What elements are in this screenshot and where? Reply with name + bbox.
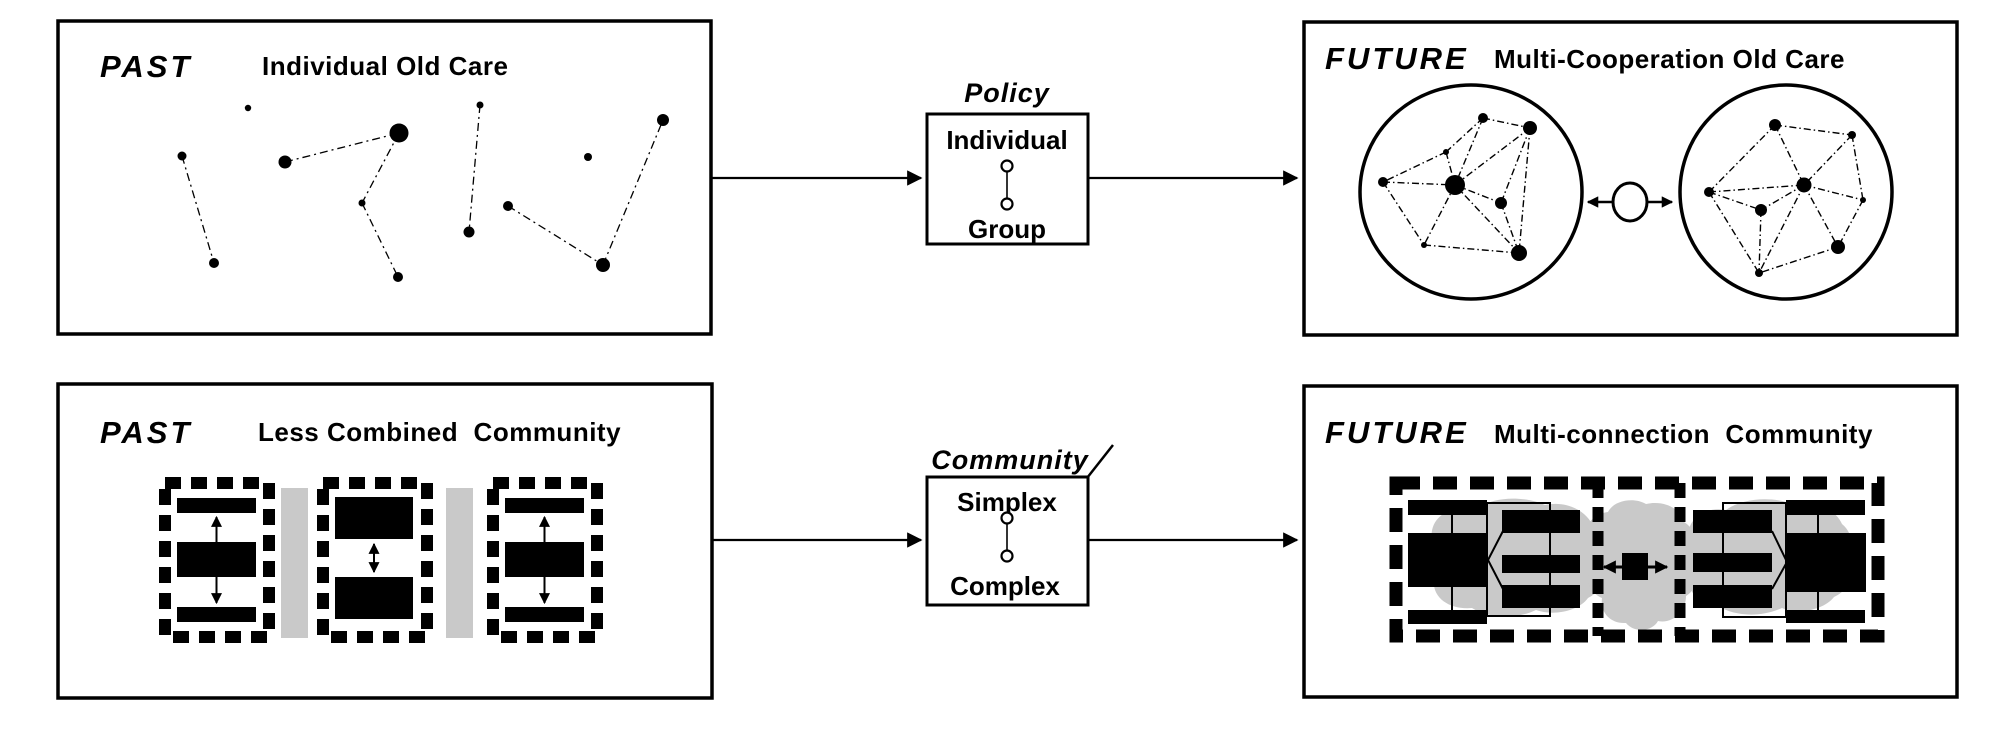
unit-bar xyxy=(1786,610,1865,623)
panel-title: Multi-Cooperation Old Care xyxy=(1494,44,1845,74)
person-dot xyxy=(278,155,292,169)
branch-angle-left xyxy=(1486,530,1504,590)
unit-block xyxy=(1786,533,1866,592)
person-dot xyxy=(1769,119,1781,131)
past-community-panel: PAST Less Combined Community xyxy=(56,382,714,700)
person-dot xyxy=(1523,121,1537,135)
transform-label: Policy xyxy=(964,78,1051,108)
person-dot xyxy=(1831,240,1845,254)
person-dot xyxy=(1704,187,1714,197)
person-dot xyxy=(177,151,187,161)
network-edges-left xyxy=(1382,117,1531,254)
panel-title: Individual Old Care xyxy=(262,51,508,81)
person-dot xyxy=(657,114,669,126)
unit-bar xyxy=(1408,500,1487,515)
era-label: FUTURE xyxy=(1325,41,1469,76)
era-label: PAST xyxy=(100,49,192,84)
person-dot xyxy=(1755,204,1767,216)
person-dot xyxy=(1755,269,1763,277)
separator-strip xyxy=(281,488,308,638)
transform-label: Community xyxy=(931,445,1089,475)
isolated-pair-links xyxy=(181,104,664,278)
person-dot xyxy=(1443,149,1449,155)
unit-bar xyxy=(1693,585,1772,608)
merged-community-border xyxy=(1389,476,1885,643)
panel-border xyxy=(56,19,713,336)
community-block-middle xyxy=(317,477,433,643)
person-dot xyxy=(1445,175,1465,195)
past-old-care-panel: PAST Individual Old Care xyxy=(56,19,713,336)
panel-title: Less Combined Community xyxy=(258,417,621,447)
unit-bar xyxy=(177,498,256,513)
person-dot xyxy=(244,104,252,112)
person-dot xyxy=(1860,197,1866,203)
group-circle-right xyxy=(1678,83,1894,301)
unit-bar xyxy=(1693,553,1772,572)
unit-bar xyxy=(505,607,584,622)
policy-transform-box: Policy Individual Group xyxy=(925,78,1090,246)
unit-bar xyxy=(1693,510,1772,533)
person-dot xyxy=(584,153,592,161)
transform-top-label: Individual xyxy=(946,125,1067,155)
person-dot xyxy=(1511,245,1527,261)
panel-title: Multi-connection Community xyxy=(1494,419,1873,449)
link-node-top xyxy=(1000,511,1014,525)
cooperation-hub-circle xyxy=(1611,181,1649,223)
unit-bar xyxy=(335,577,413,619)
person-dot xyxy=(1848,131,1856,139)
future-community-panel: FUTURE Multi-connection Community xyxy=(1302,384,1959,699)
person-dot xyxy=(1796,177,1812,193)
unit-bar xyxy=(1502,585,1580,608)
unit-bar xyxy=(1502,510,1580,533)
unit-bar xyxy=(505,498,584,513)
person-dot xyxy=(503,201,513,211)
community-transform-box: Community Simplex Complex xyxy=(925,444,1114,607)
central-hub-block xyxy=(1622,553,1648,580)
person-dot xyxy=(1421,242,1427,248)
person-dot xyxy=(209,258,219,268)
network-edges-right xyxy=(1708,124,1864,274)
transform-bottom-label: Complex xyxy=(950,571,1060,601)
separator-strip xyxy=(446,488,473,638)
person-dot xyxy=(1378,177,1388,187)
era-label: FUTURE xyxy=(1325,415,1469,450)
group-circle-left xyxy=(1358,83,1584,301)
person-dot xyxy=(476,101,484,109)
era-label: PAST xyxy=(100,415,192,450)
person-dot xyxy=(393,272,403,282)
unit-bar xyxy=(1786,500,1865,515)
person-dot xyxy=(1495,197,1507,209)
link-node-top xyxy=(1000,159,1014,173)
future-old-care-panel: FUTURE Multi-Cooperation Old Care xyxy=(1302,20,1959,337)
person-dot xyxy=(389,123,409,143)
corner-fold-line xyxy=(1086,444,1114,479)
person-dot xyxy=(463,226,475,238)
link-node-bottom xyxy=(1000,549,1014,563)
link-node-bottom xyxy=(1000,197,1014,211)
unit-bar xyxy=(1408,610,1487,624)
community-block-right xyxy=(487,477,603,643)
person-dot xyxy=(358,199,366,207)
transform-bottom-label: Group xyxy=(968,214,1046,244)
person-dot xyxy=(596,258,610,272)
unit-block xyxy=(1408,533,1487,587)
unit-bar xyxy=(177,607,256,622)
unit-bar xyxy=(1502,555,1580,573)
unit-bar xyxy=(335,497,413,539)
community-block-left xyxy=(159,477,275,643)
person-dot xyxy=(1478,113,1488,123)
